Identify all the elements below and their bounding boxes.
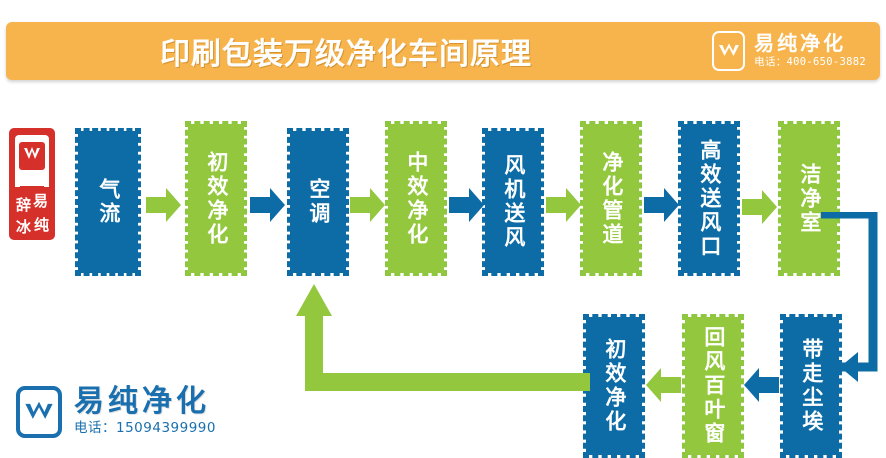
- flow-node-huifeng-baiyechuang[interactable]: 回风百叶窗: [682, 314, 744, 458]
- flow-arrow-2: [250, 186, 286, 228]
- flow-node-fengji-songfeng[interactable]: 风机送风: [482, 128, 544, 276]
- node-label: 初效净化: [602, 338, 627, 434]
- flow-node-qiliu[interactable]: 气流: [75, 128, 141, 276]
- flow-arrow-5: [546, 186, 582, 228]
- header-company-name: 易纯净化: [754, 30, 847, 55]
- svg-text:冰: 冰: [16, 218, 32, 236]
- node-label: 高效送风口: [697, 138, 722, 259]
- footer-logo: 易纯净化 电话：15094399990: [16, 382, 216, 442]
- header-logo: 易纯净化 电话：400-650-3882: [712, 29, 866, 73]
- header-logo-text: 易纯净化 电话：400-650-3882: [754, 30, 866, 70]
- footer-phone: 电话：15094399990: [74, 420, 216, 437]
- svg-text:纯: 纯: [34, 216, 49, 234]
- page-title: 印刷包装万级净化车间原理: [160, 37, 532, 72]
- footer-logo-text: 易纯净化 电话：15094399990: [74, 386, 216, 438]
- flow-connector-right: [818, 209, 886, 394]
- node-label: 带走尘埃: [799, 338, 824, 434]
- flow-arrow-4: [449, 186, 485, 228]
- node-label: 空调: [306, 178, 331, 226]
- company-v-mark-icon: [16, 386, 62, 438]
- flow-arrow-8: [646, 366, 682, 408]
- flow-arrow-7: [742, 188, 778, 230]
- flow-node-zhongxiao-jinghua[interactable]: 中效净化: [385, 121, 447, 276]
- flow-node-gaoxiao-songfengkou[interactable]: 高效送风口: [678, 121, 740, 276]
- flow-arrow-9: [744, 366, 780, 408]
- node-label: 风机送风: [501, 154, 526, 250]
- flow-arrow-6: [644, 186, 680, 228]
- flow-node-kongtiao[interactable]: 空调: [287, 128, 349, 276]
- svg-text:易: 易: [33, 192, 48, 210]
- node-label: 净化管道: [599, 150, 624, 247]
- flow-arrow-1: [146, 186, 182, 228]
- node-label: 气流: [96, 178, 121, 226]
- flow-node-jinghua-guandao[interactable]: 净化管道: [580, 121, 642, 276]
- node-label: 回风百叶窗: [701, 326, 726, 446]
- header-phone: 电话：400-650-3882: [754, 55, 866, 68]
- header-banner: 印刷包装万级净化车间原理 易纯净化 电话：400-650-3882: [6, 22, 880, 80]
- node-label: 中效净化: [404, 150, 429, 247]
- flow-node-jiejingshi[interactable]: 洁净室: [778, 121, 840, 276]
- svg-text:辞: 辞: [16, 196, 31, 214]
- flow-node-daizou-chenai[interactable]: 带走尘埃: [780, 314, 842, 458]
- footer-company-name: 易纯净化: [74, 383, 210, 419]
- red-company-seal-icon: 辞 易 冰 纯: [6, 126, 58, 242]
- flow-node-chuxiao-jinghua[interactable]: 初效净化: [185, 121, 247, 276]
- flow-arrow-3: [350, 186, 386, 228]
- flow-connector-left: [288, 278, 598, 400]
- node-label: 洁净室: [797, 162, 822, 235]
- company-v-mark-icon: [712, 31, 746, 71]
- node-label: 初效净化: [204, 150, 229, 247]
- flow-node-chuxiao-jinghua-return[interactable]: 初效净化: [583, 314, 645, 458]
